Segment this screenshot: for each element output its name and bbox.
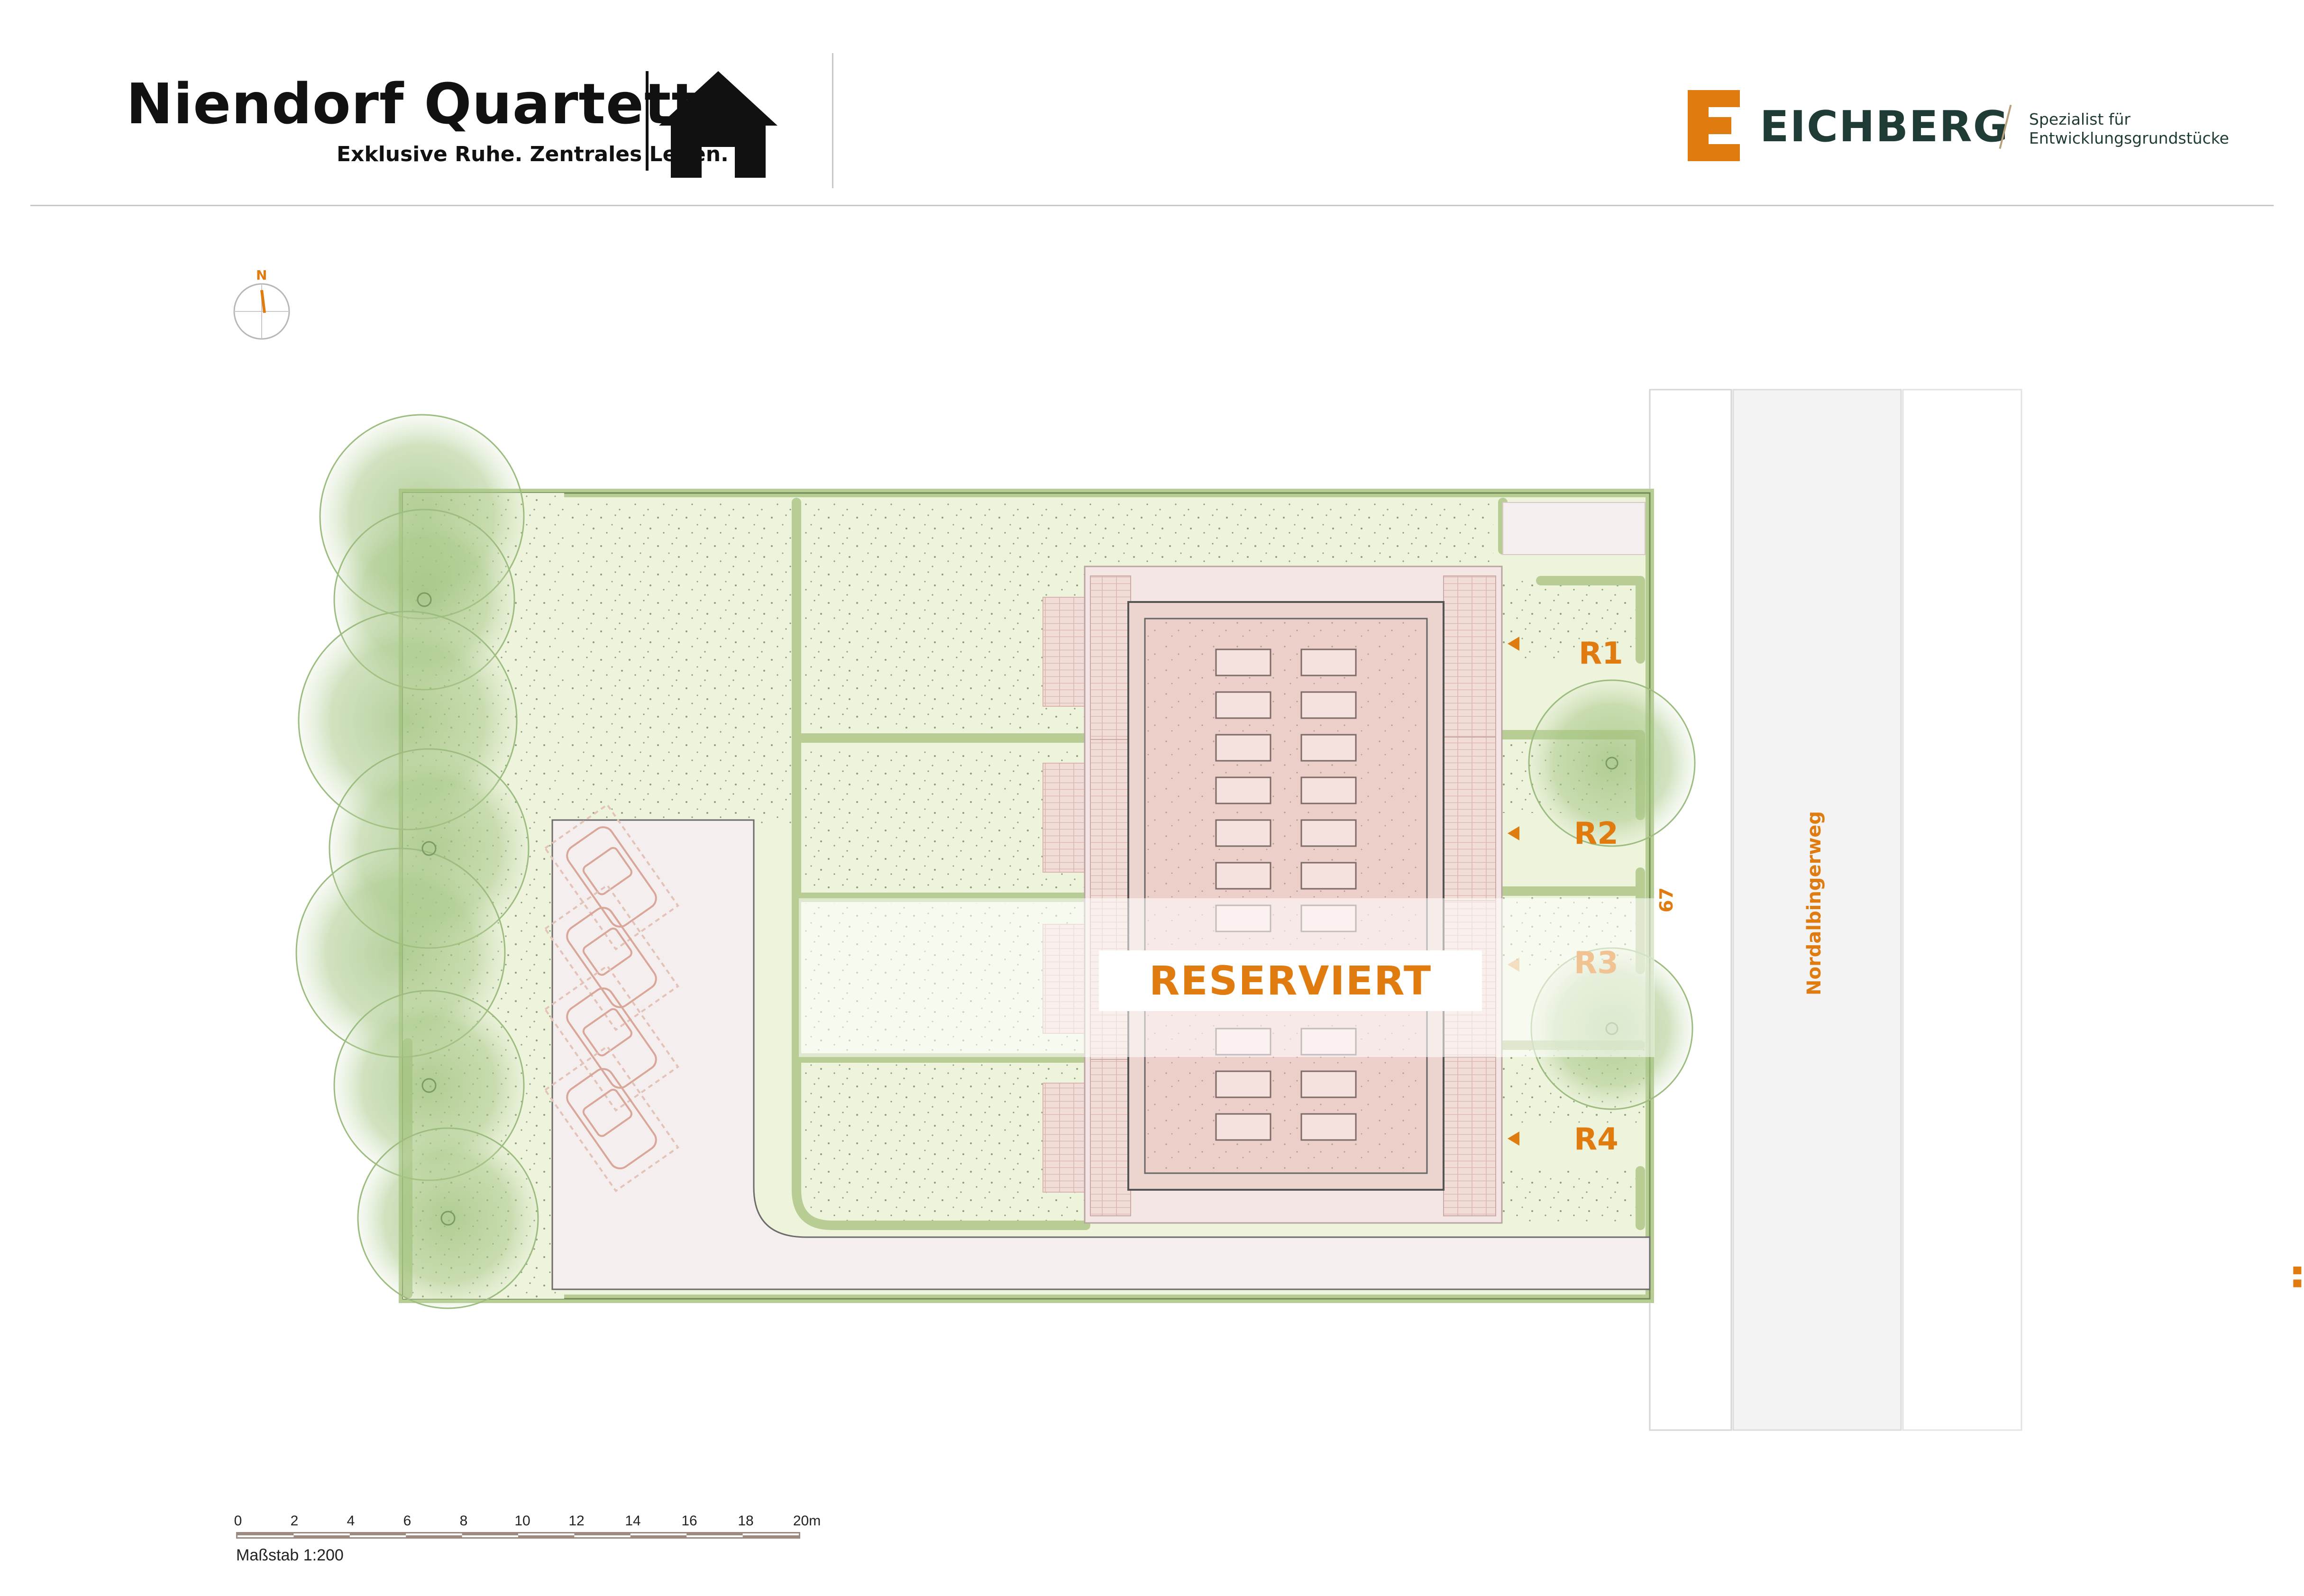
scale-tick: 20m <box>793 1513 821 1529</box>
scale-tick: 8 <box>459 1513 468 1529</box>
scale-tick: 0 <box>234 1513 242 1529</box>
house-icon <box>659 71 777 178</box>
header-divider <box>832 53 833 188</box>
scale-bar <box>236 1532 800 1539</box>
scale-tick: 18 <box>738 1513 754 1529</box>
street-name: Nordalbingerweg <box>1803 811 1825 995</box>
scale-tick: 16 <box>681 1513 697 1529</box>
scale-tick: 4 <box>347 1513 355 1529</box>
reserved-badge: RESERVIERT <box>1099 950 1482 1011</box>
scale-tick: 6 <box>403 1513 411 1529</box>
scale-caption: Maßstab 1:200 <box>236 1546 344 1564</box>
reserved-label: RESERVIERT <box>1149 958 1432 1004</box>
building <box>1084 565 1503 1224</box>
north-label: N <box>256 267 267 283</box>
scale-tick: 12 <box>568 1513 585 1529</box>
entrance-arrow-icon <box>1508 637 1519 651</box>
brand-divider <box>646 71 649 171</box>
unit-label-r2: R2 <box>1574 816 1618 851</box>
eichberg-e-logo-icon <box>1688 90 1740 161</box>
house-number: 67 <box>1656 887 1677 912</box>
plan-title: FREIFLÄCHENPLAN <box>2294 829 2304 1569</box>
scale-tick: 14 <box>625 1513 641 1529</box>
company-name: EICHBERG <box>1760 102 2009 152</box>
entrance-arrow-icon <box>1508 1131 1519 1146</box>
scale-tick: 10 <box>514 1513 530 1529</box>
company-tagline-2: Entwicklungsgrundstücke <box>2029 129 2229 147</box>
driveway <box>551 502 1651 1290</box>
street <box>1649 389 2022 1431</box>
trees <box>295 414 1696 1309</box>
brand-title: Niendorf Quartett <box>126 71 699 137</box>
scale-tick: 2 <box>290 1513 299 1529</box>
unit-label-r4: R4 <box>1574 1122 1618 1157</box>
brand-subtitle: Exklusive Ruhe. Zentrales Leben. <box>337 142 729 166</box>
north-arrow-icon: N <box>233 267 290 340</box>
company-tagline-1: Spezialist für <box>2029 110 2130 128</box>
entrance-arrow-icon <box>1508 826 1519 840</box>
header-rule <box>30 205 2274 206</box>
parking-spaces <box>544 803 679 1193</box>
unit-label-r1: R1 <box>1579 636 1623 671</box>
